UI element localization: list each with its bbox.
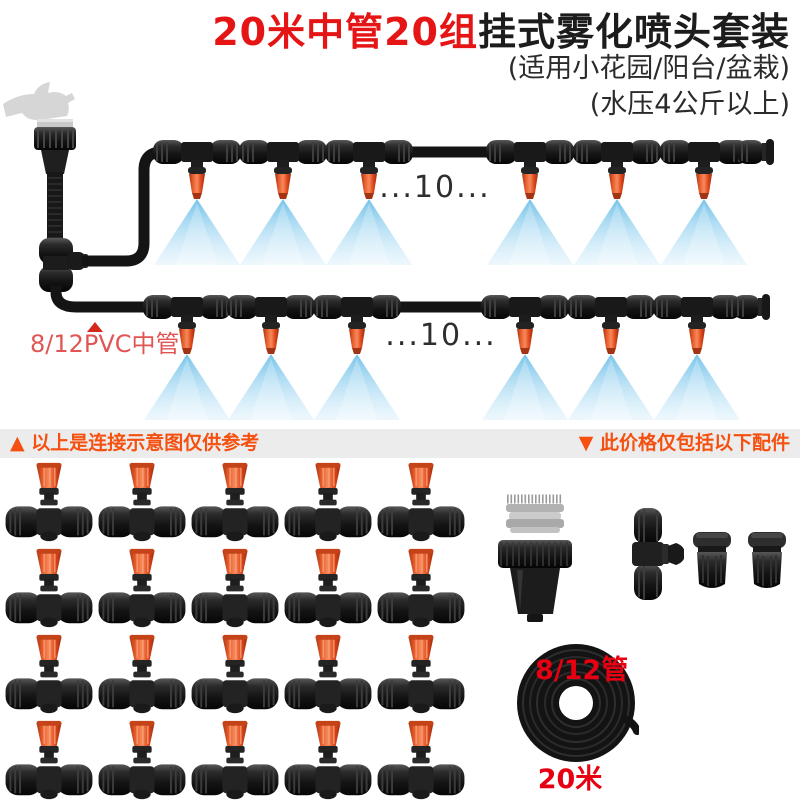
misting-tee-icon xyxy=(283,633,372,714)
faucet-icon xyxy=(3,82,75,121)
misting-tee-item xyxy=(188,717,281,803)
pipe-label: 8/12PVC中管 xyxy=(30,330,180,358)
misting-tee-item xyxy=(95,631,188,717)
page-title-highlight: 20米中管20组 xyxy=(212,10,478,54)
tee-connector-part xyxy=(632,508,684,600)
end-plug-part-1 xyxy=(693,532,731,588)
misting-tee-item xyxy=(281,631,374,717)
misting-tee-icon xyxy=(4,547,93,628)
misting-tee-icon xyxy=(4,461,93,542)
notice-bar: ▲ 以上是连接示意图仅供参考 ▼ 此价格仅包括以下配件 xyxy=(0,429,800,458)
row2-sprays xyxy=(144,354,740,420)
coil-spec-label: 8/12管 xyxy=(535,655,629,686)
subtitle-pressure: (水压4公斤以上) xyxy=(589,89,790,120)
pipe-label-arrow-icon xyxy=(87,322,103,332)
row2-end-plug xyxy=(732,293,771,321)
misting-tee-icon xyxy=(97,633,186,714)
misting-tee-icon xyxy=(376,547,465,628)
misting-tee-icon xyxy=(97,547,186,628)
misting-tee-item xyxy=(281,545,374,631)
riser-hose xyxy=(47,172,63,242)
splitter-tee xyxy=(39,238,88,292)
misting-tee-item xyxy=(374,459,467,545)
hose-row2 xyxy=(50,286,748,313)
misting-tee-icon xyxy=(4,633,93,714)
row2-ellipsis-count: ...10... xyxy=(385,318,496,353)
row1-end-plug xyxy=(736,138,775,166)
misting-tee-icon xyxy=(376,633,465,714)
faucet-connector xyxy=(34,119,76,174)
misting-tee-item xyxy=(188,545,281,631)
faucet-adapter-part xyxy=(498,494,572,622)
notice-right: ▼ 此价格仅包括以下配件 xyxy=(578,432,790,454)
connection-diagram: ...10... ...10... 8/12PVC中管 xyxy=(3,82,775,420)
misting-tee-item xyxy=(188,459,281,545)
end-plug-part-2 xyxy=(748,532,786,588)
coil-length-label: 20米 xyxy=(537,764,603,795)
tube-coil-part xyxy=(517,644,639,762)
misting-tee-icon xyxy=(190,633,279,714)
page-title-rest: 挂式雾化喷头套装 xyxy=(477,10,790,54)
misting-tee-icon xyxy=(376,461,465,542)
misting-tee-item xyxy=(374,717,467,803)
misting-tee-item xyxy=(281,459,374,545)
misting-tee-icon xyxy=(283,547,372,628)
misting-tee-icon xyxy=(190,719,279,800)
misting-tee-icon xyxy=(376,719,465,800)
misting-tee-item xyxy=(374,631,467,717)
notice-left: ▲ 以上是连接示意图仅供参考 xyxy=(10,432,260,454)
misting-tee-icon xyxy=(283,461,372,542)
misting-tee-item xyxy=(374,545,467,631)
misting-tee-icon xyxy=(4,719,93,800)
misting-tee-item xyxy=(2,717,95,803)
row1-sprays xyxy=(154,199,747,265)
misting-tee-icon xyxy=(190,547,279,628)
misting-tee-item xyxy=(95,545,188,631)
misting-tee-item xyxy=(2,545,95,631)
row1-ellipsis-count: ...10... xyxy=(379,170,490,205)
misting-tee-icon xyxy=(97,719,186,800)
misting-tee-icon xyxy=(97,461,186,542)
misting-tee-item xyxy=(281,717,374,803)
misting-tee-item xyxy=(2,631,95,717)
misting-tee-item xyxy=(188,631,281,717)
misting-tee-grid xyxy=(2,459,468,803)
page-title: 20米中管20组挂式雾化喷头套装 xyxy=(212,1,790,56)
misting-tee-item xyxy=(2,459,95,545)
misting-tee-icon xyxy=(190,461,279,542)
misting-tee-item xyxy=(95,717,188,803)
misting-tee-icon xyxy=(283,719,372,800)
subtitle-usage: (适用小花园/阳台/盆栽) xyxy=(507,53,790,84)
misting-tee-item xyxy=(95,459,188,545)
